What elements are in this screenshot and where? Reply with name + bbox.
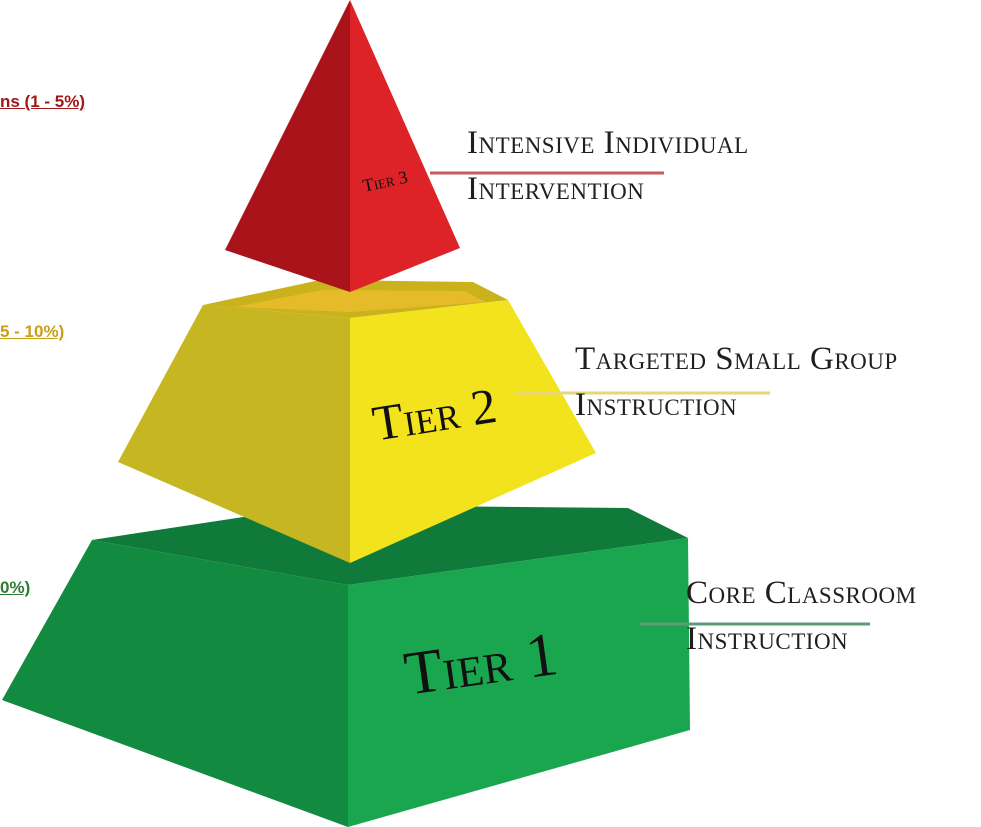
tier3-left-face bbox=[225, 0, 350, 292]
tier1-block bbox=[2, 505, 690, 827]
tier3-description-line2: Intervention bbox=[467, 171, 645, 207]
tier3-description: Intensive Individual Intervention bbox=[467, 120, 749, 212]
tier2-left-face bbox=[118, 305, 350, 563]
tier2-description: Targeted Small Group Instruction bbox=[575, 336, 898, 428]
tier2-block bbox=[118, 280, 596, 563]
tier1-right-face bbox=[348, 538, 690, 827]
tier3-right-face bbox=[350, 0, 460, 292]
tier2-description-line1: Targeted Small Group bbox=[575, 341, 898, 377]
tier2-right-face bbox=[350, 300, 596, 563]
tier2-description-line2: Instruction bbox=[575, 387, 738, 423]
tier2-top-inner bbox=[235, 290, 485, 312]
tier1-left-face bbox=[2, 540, 348, 827]
tier1-description-line2: Instruction bbox=[686, 621, 849, 657]
tier2-link[interactable]: 5 - 10%) bbox=[0, 322, 65, 341]
tier1-link[interactable]: 0%) bbox=[0, 578, 31, 597]
tier3-block bbox=[225, 0, 460, 292]
tier1-description-line1: Core Classroom bbox=[686, 575, 917, 611]
tier3-link[interactable]: ns (1 - 5%) bbox=[0, 92, 86, 111]
tier1-description: Core Classroom Instruction bbox=[686, 570, 917, 662]
tier3-description-line1: Intensive Individual bbox=[467, 125, 749, 161]
